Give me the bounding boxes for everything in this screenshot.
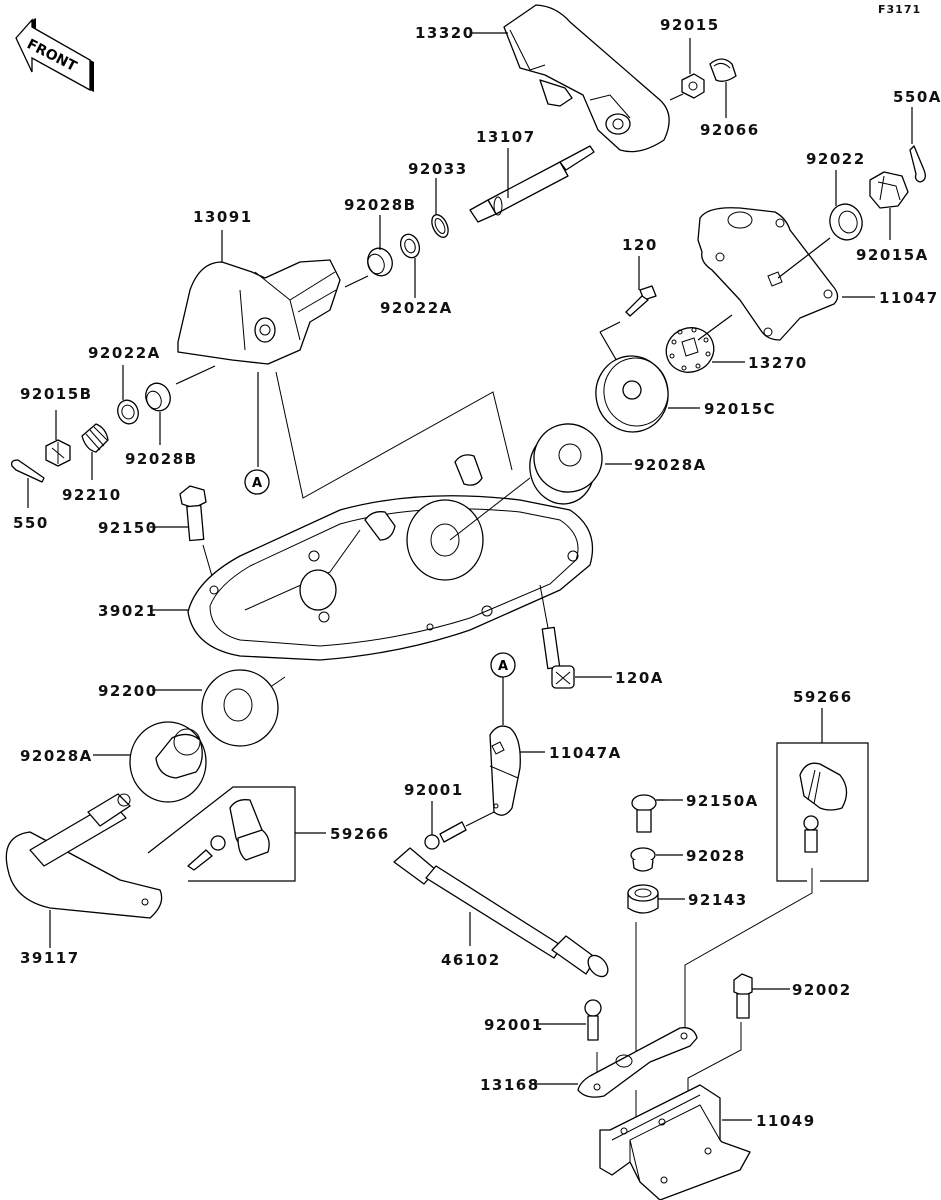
part-92022-washer [829,203,863,241]
part-59266-kit-right [776,742,869,882]
label-59266-left: 59266 [330,825,390,843]
part-92028A-pulley-right [529,423,603,505]
part-92200-washer [201,669,279,747]
label-92143: 92143 [688,891,748,909]
label-11047: 11047 [879,289,939,307]
label-92001-lower: 92001 [484,1016,544,1034]
part-92033-circlip [431,214,449,238]
label-13270: 13270 [748,354,808,372]
part-92066-clip [709,58,737,82]
label-39117: 39117 [20,949,80,967]
part-92022A-washer-left [117,399,139,425]
label-92022: 92022 [806,150,866,168]
part-92001-ball-joint-upper [424,821,467,850]
label-92022A-top: 92022A [380,299,453,317]
figure-id: F3171 [878,3,921,16]
part-550A-cotter-pin [909,145,926,183]
label-11049: 11049 [756,1112,816,1130]
part-92015-nut [681,73,705,99]
part-59266-kit-left [147,786,296,882]
part-92028-bushing [630,847,656,872]
part-13168-plate [577,1027,698,1098]
label-92028: 92028 [686,847,746,865]
part-13270-disc [665,327,715,373]
part-92028A-pulley-left [129,721,207,803]
label-92028A-right: 92028A [634,456,707,474]
part-13091-cover [177,259,341,365]
part-39117-arm [5,793,163,919]
part-92015A-castle-nut [869,171,909,209]
label-46102: 46102 [441,951,501,969]
part-92022A-washer-top [399,233,421,259]
part-92150-bolt [179,485,207,542]
label-120A: 120A [615,669,664,687]
part-92015C-pulley [595,355,669,433]
label-11047A: 11047A [549,744,622,762]
svg-text:A: A [498,659,508,674]
label-13091: 13091 [193,208,253,226]
label-550A: 550A [893,88,941,106]
part-92210-spring [81,423,109,453]
part-92150A-bolt [631,794,657,833]
part-92002-bolt [733,973,753,1019]
label-92015A: 92015A [856,246,929,264]
part-92143-collar [627,884,659,914]
label-59266-right: 59266 [793,688,853,706]
part-92028B-bushing-left [145,382,171,412]
label-13168: 13168 [480,1076,540,1094]
reference-marker-a-top: A [244,469,270,495]
label-13107: 13107 [476,128,536,146]
part-92028B-bushing-top [367,247,393,277]
part-13320-housing [503,4,670,153]
label-92015: 92015 [660,16,720,34]
front-direction-arrow-icon: FRONT [15,18,94,92]
label-120: 120 [622,236,658,254]
label-92210: 92210 [62,486,122,504]
label-92022A-left: 92022A [88,344,161,362]
label-92028B-top: 92028B [344,196,417,214]
label-92066: 92066 [700,121,760,139]
part-11047-lever-plate [697,207,839,341]
part-11049-bracket [599,1084,751,1200]
label-92033: 92033 [408,160,468,178]
label-92001-upper: 92001 [404,781,464,799]
label-92002: 92002 [792,981,852,999]
part-39021-base-plate [187,454,594,661]
part-92001-ball-joint-lower [584,999,602,1041]
part-120-bolt [625,285,657,317]
label-92200: 92200 [98,682,158,700]
part-120A-bolt [541,626,575,689]
part-13107-shaft [469,145,595,223]
part-550-cotter-pin [10,459,45,483]
part-46102-rod [393,847,609,978]
part-11047A-lever [489,725,521,816]
part-92015B-castle-nut [45,439,71,467]
label-92015C: 92015C [704,400,776,418]
label-13320: 13320 [415,24,475,42]
label-92028B-left: 92028B [125,450,198,468]
reference-marker-a-lower: A [490,652,516,678]
label-92028A-left: 92028A [20,747,93,765]
label-92150A: 92150A [686,792,759,810]
label-92150: 92150 [98,519,158,537]
label-92015B: 92015B [20,385,93,403]
label-550: 550 [13,514,49,532]
svg-text:A: A [252,476,262,491]
label-39021: 39021 [98,602,158,620]
